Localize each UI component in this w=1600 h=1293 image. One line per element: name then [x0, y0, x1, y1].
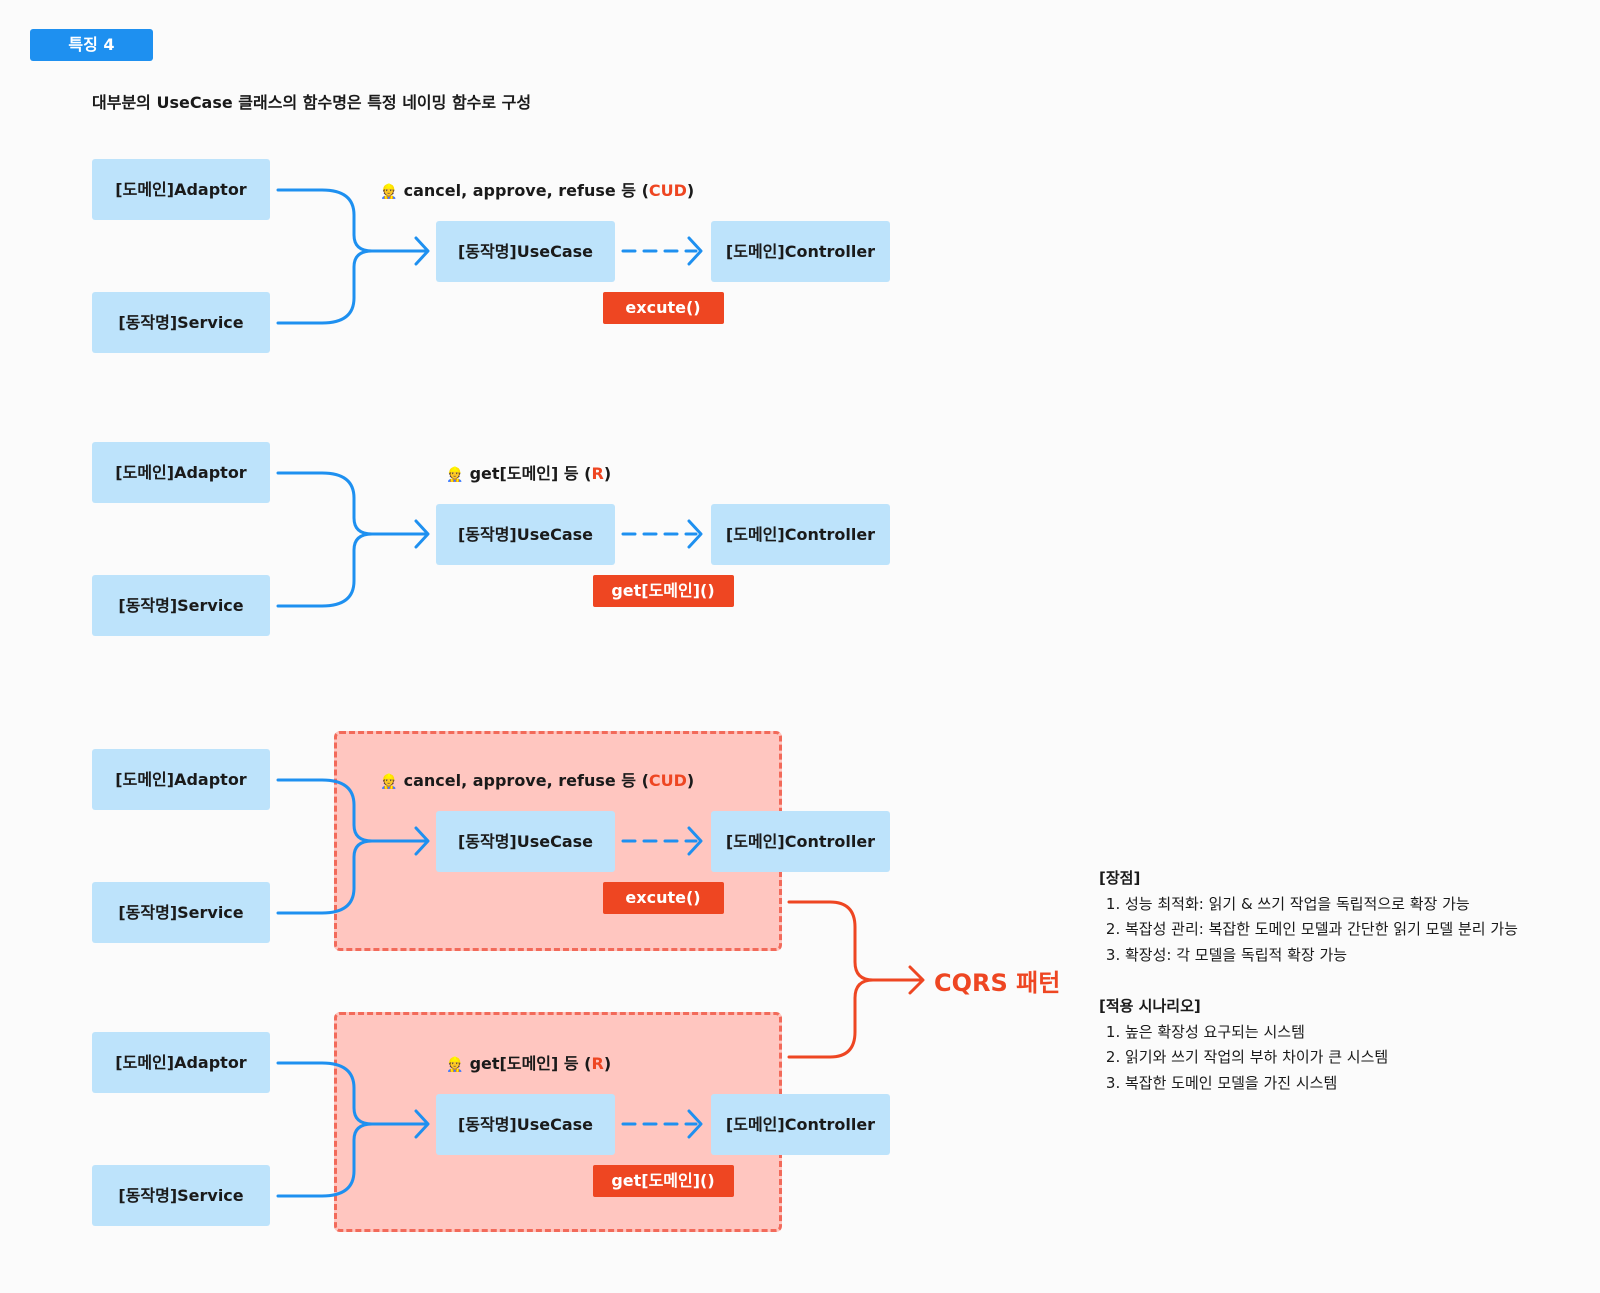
cqrs-pattern-label: CQRS 패턴 — [934, 969, 1061, 997]
usecase-box: [동작명]UseCase — [436, 221, 615, 282]
naming-label-highlight: CUD — [648, 771, 687, 790]
controller-arrowhead — [687, 1109, 703, 1139]
service-box: [동작명]Service — [92, 575, 270, 636]
cqrs-arrowhead — [908, 965, 925, 995]
cqrs-top-connector — [787, 900, 922, 982]
function-name-badge: excute() — [602, 882, 724, 914]
service-connector — [276, 249, 374, 325]
naming-label-prefix: get[도메인] 등 ( — [469, 1054, 592, 1073]
naming-label-prefix: cancel, approve, refuse 등 ( — [403, 771, 649, 790]
worker-emoji-icon: 👷 — [380, 184, 398, 200]
scenarios-item: 높은 확장성 요구되는 시스템 — [1125, 1020, 1388, 1046]
naming-label-prefix: cancel, approve, refuse 등 ( — [403, 181, 649, 200]
adaptor-connector — [276, 188, 428, 253]
scenarios-section: [적용 시나리오] 높은 확장성 요구되는 시스템 읽기와 쓰기 작업의 부하 … — [1099, 994, 1388, 1096]
adaptor-connector — [276, 1061, 428, 1126]
pros-list: 성능 최적화: 읽기 & 쓰기 작업을 독립적으로 확장 가능 복잡성 관리: … — [1099, 892, 1518, 969]
scenarios-title: [적용 시나리오] — [1099, 997, 1201, 1015]
naming-label-suffix: ) — [603, 1054, 612, 1073]
service-connector — [276, 839, 374, 915]
adaptor-connector — [276, 471, 428, 536]
scenarios-list: 높은 확장성 요구되는 시스템 읽기와 쓰기 작업의 부하 차이가 큰 시스템 … — [1099, 1020, 1388, 1097]
adaptor-box: [도메인]Adaptor — [92, 749, 270, 810]
naming-label-highlight: R — [591, 1054, 604, 1073]
usecase-arrowhead — [414, 1109, 430, 1139]
pros-item: 복잡성 관리: 복잡한 도메인 모델과 간단한 읽기 모델 분리 가능 — [1125, 917, 1518, 943]
naming-label-suffix: ) — [686, 181, 695, 200]
naming-label-prefix: get[도메인] 등 ( — [469, 464, 592, 483]
function-name-badge: get[도메인]() — [592, 575, 734, 607]
pros-section: [장점] 성능 최적화: 읽기 & 쓰기 작업을 독립적으로 확장 가능 복잡성… — [1099, 866, 1518, 968]
adaptor-box: [도메인]Adaptor — [92, 442, 270, 503]
feature-badge: 특징 4 — [30, 29, 153, 61]
usecase-box: [동작명]UseCase — [436, 1094, 615, 1155]
adaptor-box: [도메인]Adaptor — [92, 159, 270, 220]
worker-emoji-icon: 👷 — [446, 467, 464, 483]
controller-arrowhead — [687, 826, 703, 856]
service-box: [동작명]Service — [92, 292, 270, 353]
controller-box: [도메인]Controller — [711, 811, 890, 872]
naming-label: 👷 get[도메인] 등 (R) — [446, 464, 611, 485]
naming-label-suffix: ) — [603, 464, 612, 483]
usecase-box: [동작명]UseCase — [436, 811, 615, 872]
usecase-arrowhead — [414, 236, 430, 266]
service-box: [동작명]Service — [92, 1165, 270, 1226]
naming-label: 👷 cancel, approve, refuse 등 (CUD) — [380, 771, 694, 792]
pros-title: [장점] — [1099, 869, 1141, 887]
service-connector — [276, 532, 374, 608]
function-name-badge: excute() — [602, 292, 724, 324]
worker-emoji-icon: 👷 — [380, 774, 398, 790]
controller-box: [도메인]Controller — [711, 221, 890, 282]
naming-label-highlight: R — [591, 464, 604, 483]
usecase-arrowhead — [414, 519, 430, 549]
naming-label: 👷 cancel, approve, refuse 등 (CUD) — [380, 181, 694, 202]
usecase-arrowhead — [414, 826, 430, 856]
usecase-box: [동작명]UseCase — [436, 504, 615, 565]
page-subtitle: 대부분의 UseCase 클래스의 함수명은 특정 네이밍 함수로 구성 — [92, 93, 532, 112]
adaptor-connector — [276, 778, 428, 843]
cqrs-bottom-connector — [787, 978, 875, 1059]
pros-item: 확장성: 각 모델을 독립적 확장 가능 — [1125, 943, 1518, 969]
scenarios-item: 복잡한 도메인 모델을 가진 시스템 — [1125, 1071, 1388, 1097]
service-box: [동작명]Service — [92, 882, 270, 943]
function-name-badge: get[도메인]() — [592, 1165, 734, 1197]
adaptor-box: [도메인]Adaptor — [92, 1032, 270, 1093]
controller-arrowhead — [687, 236, 703, 266]
naming-label: 👷 get[도메인] 등 (R) — [446, 1054, 611, 1075]
naming-label-suffix: ) — [686, 771, 695, 790]
pros-item: 성능 최적화: 읽기 & 쓰기 작업을 독립적으로 확장 가능 — [1125, 892, 1518, 918]
scenarios-item: 읽기와 쓰기 작업의 부하 차이가 큰 시스템 — [1125, 1045, 1388, 1071]
service-connector — [276, 1122, 374, 1198]
controller-box: [도메인]Controller — [711, 1094, 890, 1155]
controller-box: [도메인]Controller — [711, 504, 890, 565]
worker-emoji-icon: 👷 — [446, 1057, 464, 1073]
controller-arrowhead — [687, 519, 703, 549]
naming-label-highlight: CUD — [648, 181, 687, 200]
